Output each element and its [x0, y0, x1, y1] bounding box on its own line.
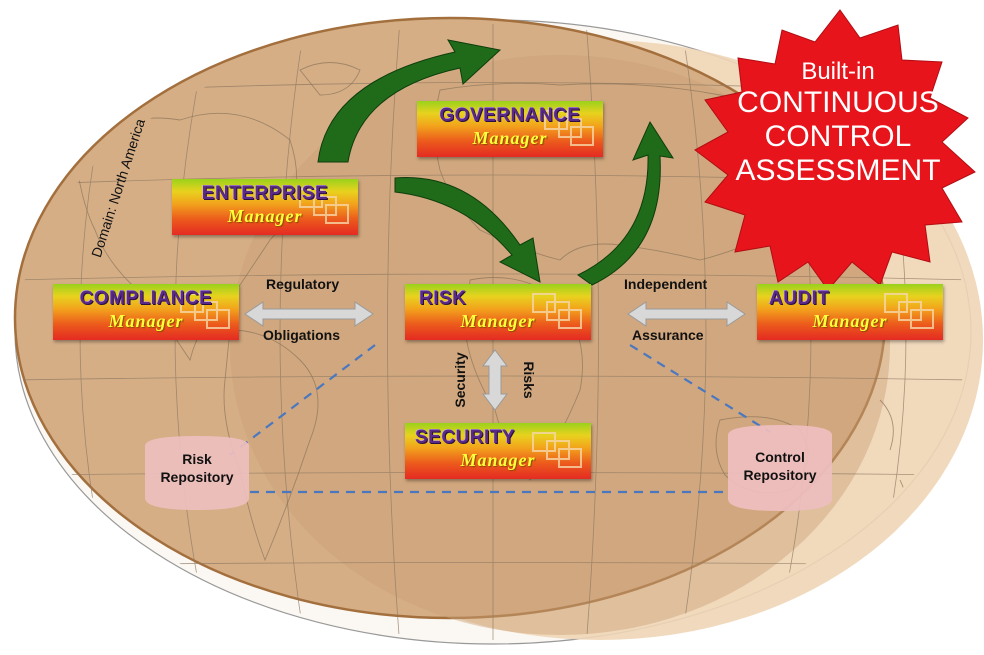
assurance-arrow	[627, 301, 746, 327]
burst-line1: Built-in	[801, 58, 875, 85]
manager-subtitle: Manager	[812, 311, 888, 331]
burst-line2: CONTINUOUS	[737, 86, 939, 119]
manager-title: SECURITY	[415, 427, 516, 448]
compliance-manager-box: COMPLIANCE Manager	[53, 284, 239, 340]
risk-repository-shape	[145, 436, 249, 510]
manager-subtitle: Manager	[472, 128, 548, 148]
manager-title: COMPLIANCE	[79, 288, 213, 309]
repo-line: Control	[755, 449, 805, 465]
manager-subtitle: Manager	[460, 450, 536, 470]
repository-links	[229, 344, 771, 494]
security-manager-box: SECURITY Manager	[405, 423, 591, 479]
box-decoration-icon	[180, 293, 230, 329]
manager-title: ENTERPRISE	[201, 183, 329, 204]
repo-line: Risk	[182, 451, 212, 467]
governance-manager-box: GOVERNANCE Manager	[417, 101, 603, 157]
burst-line3: CONTROL	[764, 120, 912, 153]
box-decoration-icon	[299, 188, 349, 224]
control-repository-shape	[728, 425, 832, 511]
obligations-label: Obligations	[263, 327, 340, 343]
manager-subtitle: Manager	[460, 311, 536, 331]
repo-line: Repository	[743, 467, 817, 483]
risk-repository-label: Risk Repository	[145, 450, 249, 486]
risk-manager-box: RISK Manager	[405, 284, 591, 340]
audit-manager-box: AUDIT Manager	[757, 284, 943, 340]
burst-line4: ASSESSMENT	[735, 154, 941, 187]
regulatory-arrow	[244, 301, 374, 327]
manager-title: RISK	[419, 288, 467, 309]
burst-text: Built-in CONTINUOUS CONTROL ASSESSMENT	[718, 60, 958, 186]
control-repository-label: Control Repository	[728, 448, 832, 484]
cycle-arrows	[317, 39, 675, 286]
box-decoration-icon	[532, 432, 582, 468]
assurance-label: Assurance	[632, 327, 704, 343]
manager-title: AUDIT	[769, 288, 830, 309]
security-label: Security	[452, 352, 468, 408]
box-decoration-icon	[884, 293, 934, 329]
independent-label: Independent	[624, 276, 708, 292]
manager-title: GOVERNANCE	[439, 105, 581, 126]
security-risks-arrow	[482, 349, 508, 411]
manager-subtitle: Manager	[227, 206, 303, 226]
enterprise-manager-box: ENTERPRISE Manager	[172, 179, 358, 235]
box-decoration-icon	[544, 110, 594, 146]
box-decoration-icon	[532, 293, 582, 329]
repo-line: Repository	[160, 469, 234, 485]
risks-label: Risks	[521, 361, 537, 399]
manager-subtitle: Manager	[108, 311, 184, 331]
regulatory-label: Regulatory	[266, 276, 340, 292]
